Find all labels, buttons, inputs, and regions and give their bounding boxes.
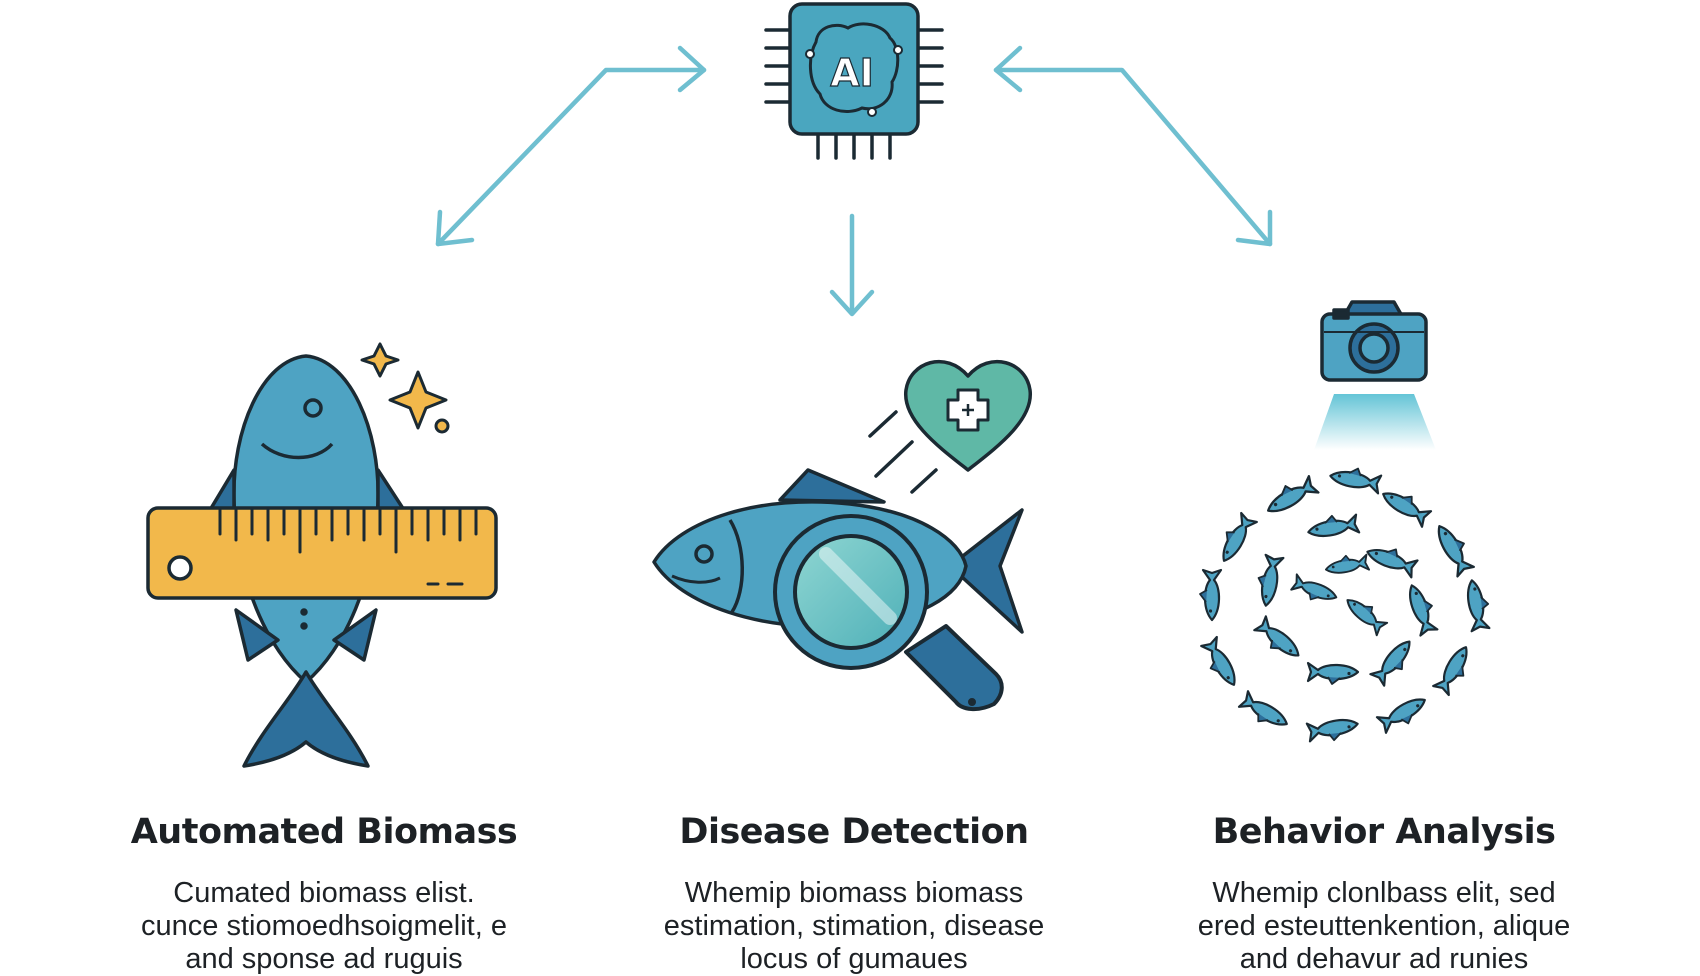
fish-school-icon bbox=[1197, 462, 1494, 746]
flow-arrows bbox=[435, 45, 1273, 317]
school-fish bbox=[1289, 573, 1341, 609]
school-fish bbox=[1377, 482, 1434, 528]
description-line: locus of gumaues bbox=[740, 943, 968, 975]
school-fish bbox=[1327, 462, 1383, 495]
school-fish bbox=[1212, 510, 1258, 567]
description-line: ered esteuttenkention, alique bbox=[1197, 910, 1571, 942]
description-line: and sponse ad ruguis bbox=[185, 943, 463, 975]
school-fish bbox=[1197, 635, 1243, 692]
arrow-to-behavior-tip-chip bbox=[993, 45, 1023, 93]
column-description: Whemip biomass biomass estimation, stima… bbox=[594, 877, 1114, 976]
school-fish bbox=[1252, 553, 1285, 609]
school-fish bbox=[1432, 641, 1478, 698]
ai-aquaculture-diagram: AI bbox=[146, 2, 1494, 768]
ai-chip-label: AI bbox=[830, 51, 874, 95]
school-fish bbox=[1402, 580, 1442, 637]
ruler-icon bbox=[146, 506, 498, 600]
magnifier-icon bbox=[773, 514, 1004, 711]
school-fish bbox=[1430, 518, 1478, 578]
school-fish bbox=[1363, 539, 1420, 579]
arrow-to-biomass-tip-chip bbox=[677, 45, 707, 93]
school-fish bbox=[1375, 691, 1432, 737]
school-fish bbox=[1236, 690, 1293, 736]
column-title: Automated Biomass bbox=[130, 812, 518, 852]
camera-icon bbox=[1320, 300, 1428, 382]
school-fish bbox=[1305, 510, 1361, 543]
school-fish bbox=[1306, 661, 1360, 686]
column-title: Disease Detection bbox=[679, 812, 1029, 852]
arrow-to-behavior bbox=[993, 67, 1273, 247]
camera-beam bbox=[1314, 394, 1436, 450]
description-line: estimation, stimation, disease bbox=[663, 910, 1045, 942]
description-line: Whemip biomass biomass bbox=[684, 877, 1024, 909]
description-line: Cumated biomass elist. bbox=[173, 877, 475, 909]
school-fish bbox=[1323, 551, 1371, 579]
arrow-to-biomass-head bbox=[435, 209, 475, 247]
description-line: cunce stiomoedhsoigmelit, e bbox=[141, 910, 507, 942]
column-description: Cumated biomass elist. cunce stiomoedhso… bbox=[64, 877, 584, 976]
arrow-to-disease-head bbox=[829, 289, 875, 317]
school-fish bbox=[1305, 713, 1361, 746]
column-title: Behavior Analysis bbox=[1212, 812, 1556, 852]
school-fish bbox=[1341, 590, 1390, 637]
description-line: and dehavur ad runies bbox=[1239, 943, 1529, 975]
arrow-to-biomass bbox=[435, 67, 707, 247]
school-fish bbox=[1461, 577, 1494, 633]
school-fish bbox=[1369, 634, 1420, 689]
arrow-to-behavior-head bbox=[1235, 209, 1273, 247]
ai-chip-icon bbox=[764, 2, 944, 160]
sparkle-icon bbox=[360, 342, 450, 434]
school-fish bbox=[1251, 615, 1306, 666]
school-fish bbox=[1260, 472, 1320, 520]
motion-lines bbox=[868, 410, 938, 494]
description-line: Whemip clonlbass elit, sed bbox=[1212, 877, 1556, 909]
heart-medical-icon bbox=[904, 359, 1032, 472]
column-description: Whemip clonlbass elit, sed ered esteutte… bbox=[1124, 877, 1644, 976]
school-fish bbox=[1198, 568, 1223, 622]
